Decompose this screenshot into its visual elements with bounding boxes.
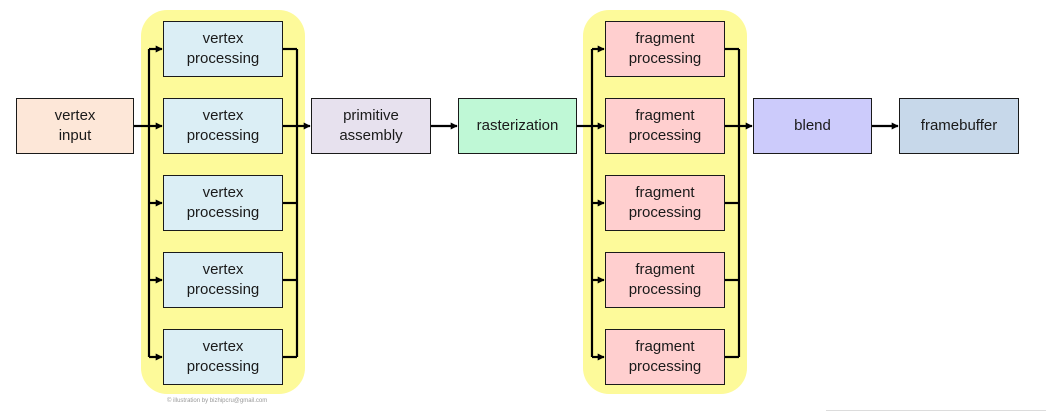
vertex-processing-box-3: vertex processing bbox=[163, 175, 283, 231]
fragment-processing-box-3: fragment processing bbox=[605, 175, 725, 231]
vertex-processing-box-2: vertex processing bbox=[163, 98, 283, 154]
primitive-assembly-box: primitive assembly bbox=[311, 98, 431, 154]
bottom-rule bbox=[826, 410, 1046, 411]
fragment-processing-box-1: fragment processing bbox=[605, 21, 725, 77]
blend-box: blend bbox=[753, 98, 872, 154]
vertex-input-box: vertex input bbox=[16, 98, 134, 154]
fragment-processing-box-5: fragment processing bbox=[605, 329, 725, 385]
vertex-processing-box-1: vertex processing bbox=[163, 21, 283, 77]
illustration-credit: © illustration by bizhipcru@gmail.com bbox=[167, 398, 268, 404]
vertex-processing-box-5: vertex processing bbox=[163, 329, 283, 385]
fragment-processing-box-2: fragment processing bbox=[605, 98, 725, 154]
framebuffer-box: framebuffer bbox=[899, 98, 1019, 154]
vertex-processing-box-4: vertex processing bbox=[163, 252, 283, 308]
rasterization-box: rasterization bbox=[458, 98, 577, 154]
fragment-processing-box-4: fragment processing bbox=[605, 252, 725, 308]
